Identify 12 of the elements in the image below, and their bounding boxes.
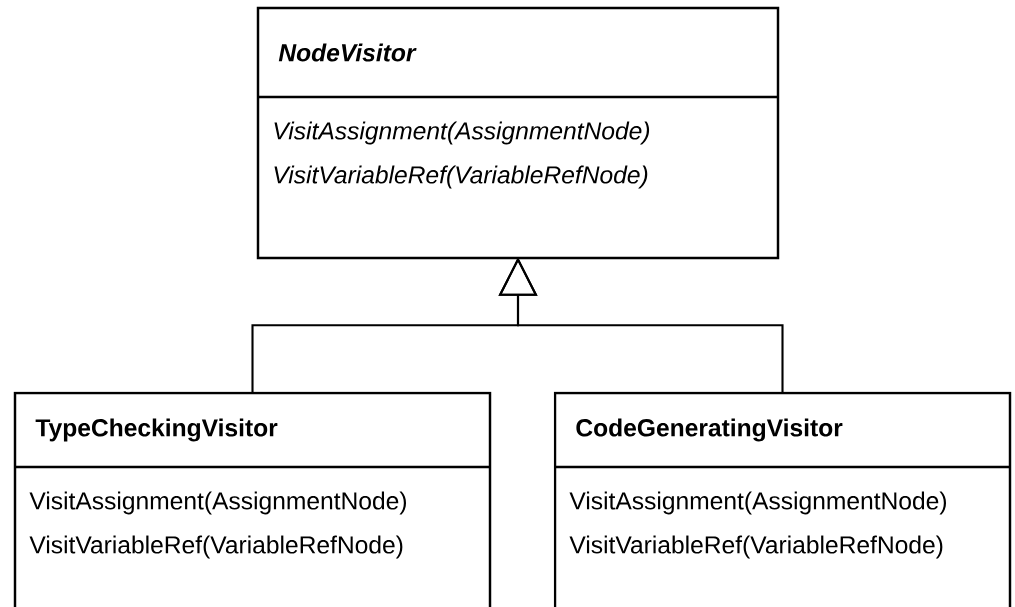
method-signature: VisitAssignment(AssignmentNode): [29, 491, 406, 515]
class-name: NodeVisitor: [278, 43, 417, 62]
class-box: [256, 6, 780, 260]
method-signature: VisitVariableRef(VariableRefNode): [569, 535, 943, 559]
class-name: TypeCheckingVisitor: [35, 418, 278, 442]
method-signature: VisitVariableRef(VariableRefNode): [274, 165, 648, 189]
class-name: CodeGeneratingVisitor: [576, 418, 843, 442]
method-signature: VisitAssignment(AssignmentNode): [569, 491, 946, 515]
class-box: [553, 391, 1012, 607]
method-signature: VisitAssignment(AssignmentNode): [274, 121, 650, 145]
class-box: [13, 391, 492, 607]
method-signature: VisitVariableRef(VariableRefNode): [29, 535, 403, 559]
